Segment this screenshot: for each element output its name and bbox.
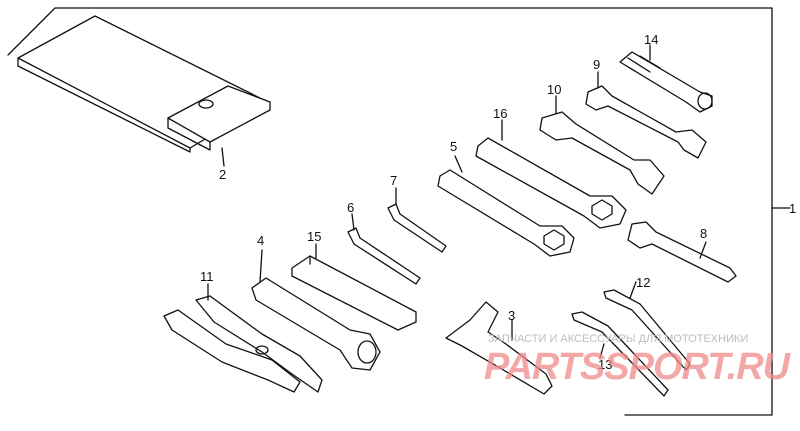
assembly-outline (7, 7, 791, 416)
callout-1: 1 (789, 201, 797, 216)
callout-11: 11 (200, 269, 214, 284)
callout-16: 16 (493, 106, 508, 121)
hex-key-7 (387, 187, 447, 253)
callout-7: 7 (390, 173, 398, 188)
wrench-10 (539, 95, 665, 195)
tool-bag (17, 15, 271, 167)
screwdriver-handle (291, 243, 417, 331)
callout-6: 6 (347, 200, 355, 215)
callout-9: 9 (593, 57, 601, 72)
hex-key-6 (347, 213, 421, 285)
box-spanner (619, 44, 713, 113)
callout-4: 4 (257, 233, 265, 248)
wrench-9 (585, 71, 707, 159)
callout-2: 2 (219, 167, 227, 182)
screwdriver-12 (603, 281, 691, 371)
watermark-tagline: ЗАПЧАСТИ И АКСЕССУАРЫ ДЛЯ МОТОТЕХНИКИ (488, 333, 749, 345)
callout-14: 14 (644, 32, 659, 47)
wrench-16 (475, 119, 627, 229)
callout-10: 10 (547, 82, 562, 97)
callout-13: 13 (598, 357, 613, 372)
watermark-brand: PARTSSPORT.RU (484, 346, 790, 388)
screwdriver-13 (571, 311, 669, 397)
wrench-5 (437, 155, 575, 257)
callout-8: 8 (700, 226, 708, 241)
callout-3: 3 (508, 308, 516, 323)
callout-5: 5 (450, 139, 458, 154)
callout-15: 15 (307, 229, 322, 244)
pliers (163, 283, 323, 393)
wrench-8 (627, 221, 737, 283)
callout-12: 12 (636, 275, 651, 290)
pin-spanner (445, 301, 553, 395)
spark-plug-wrench (251, 249, 381, 371)
